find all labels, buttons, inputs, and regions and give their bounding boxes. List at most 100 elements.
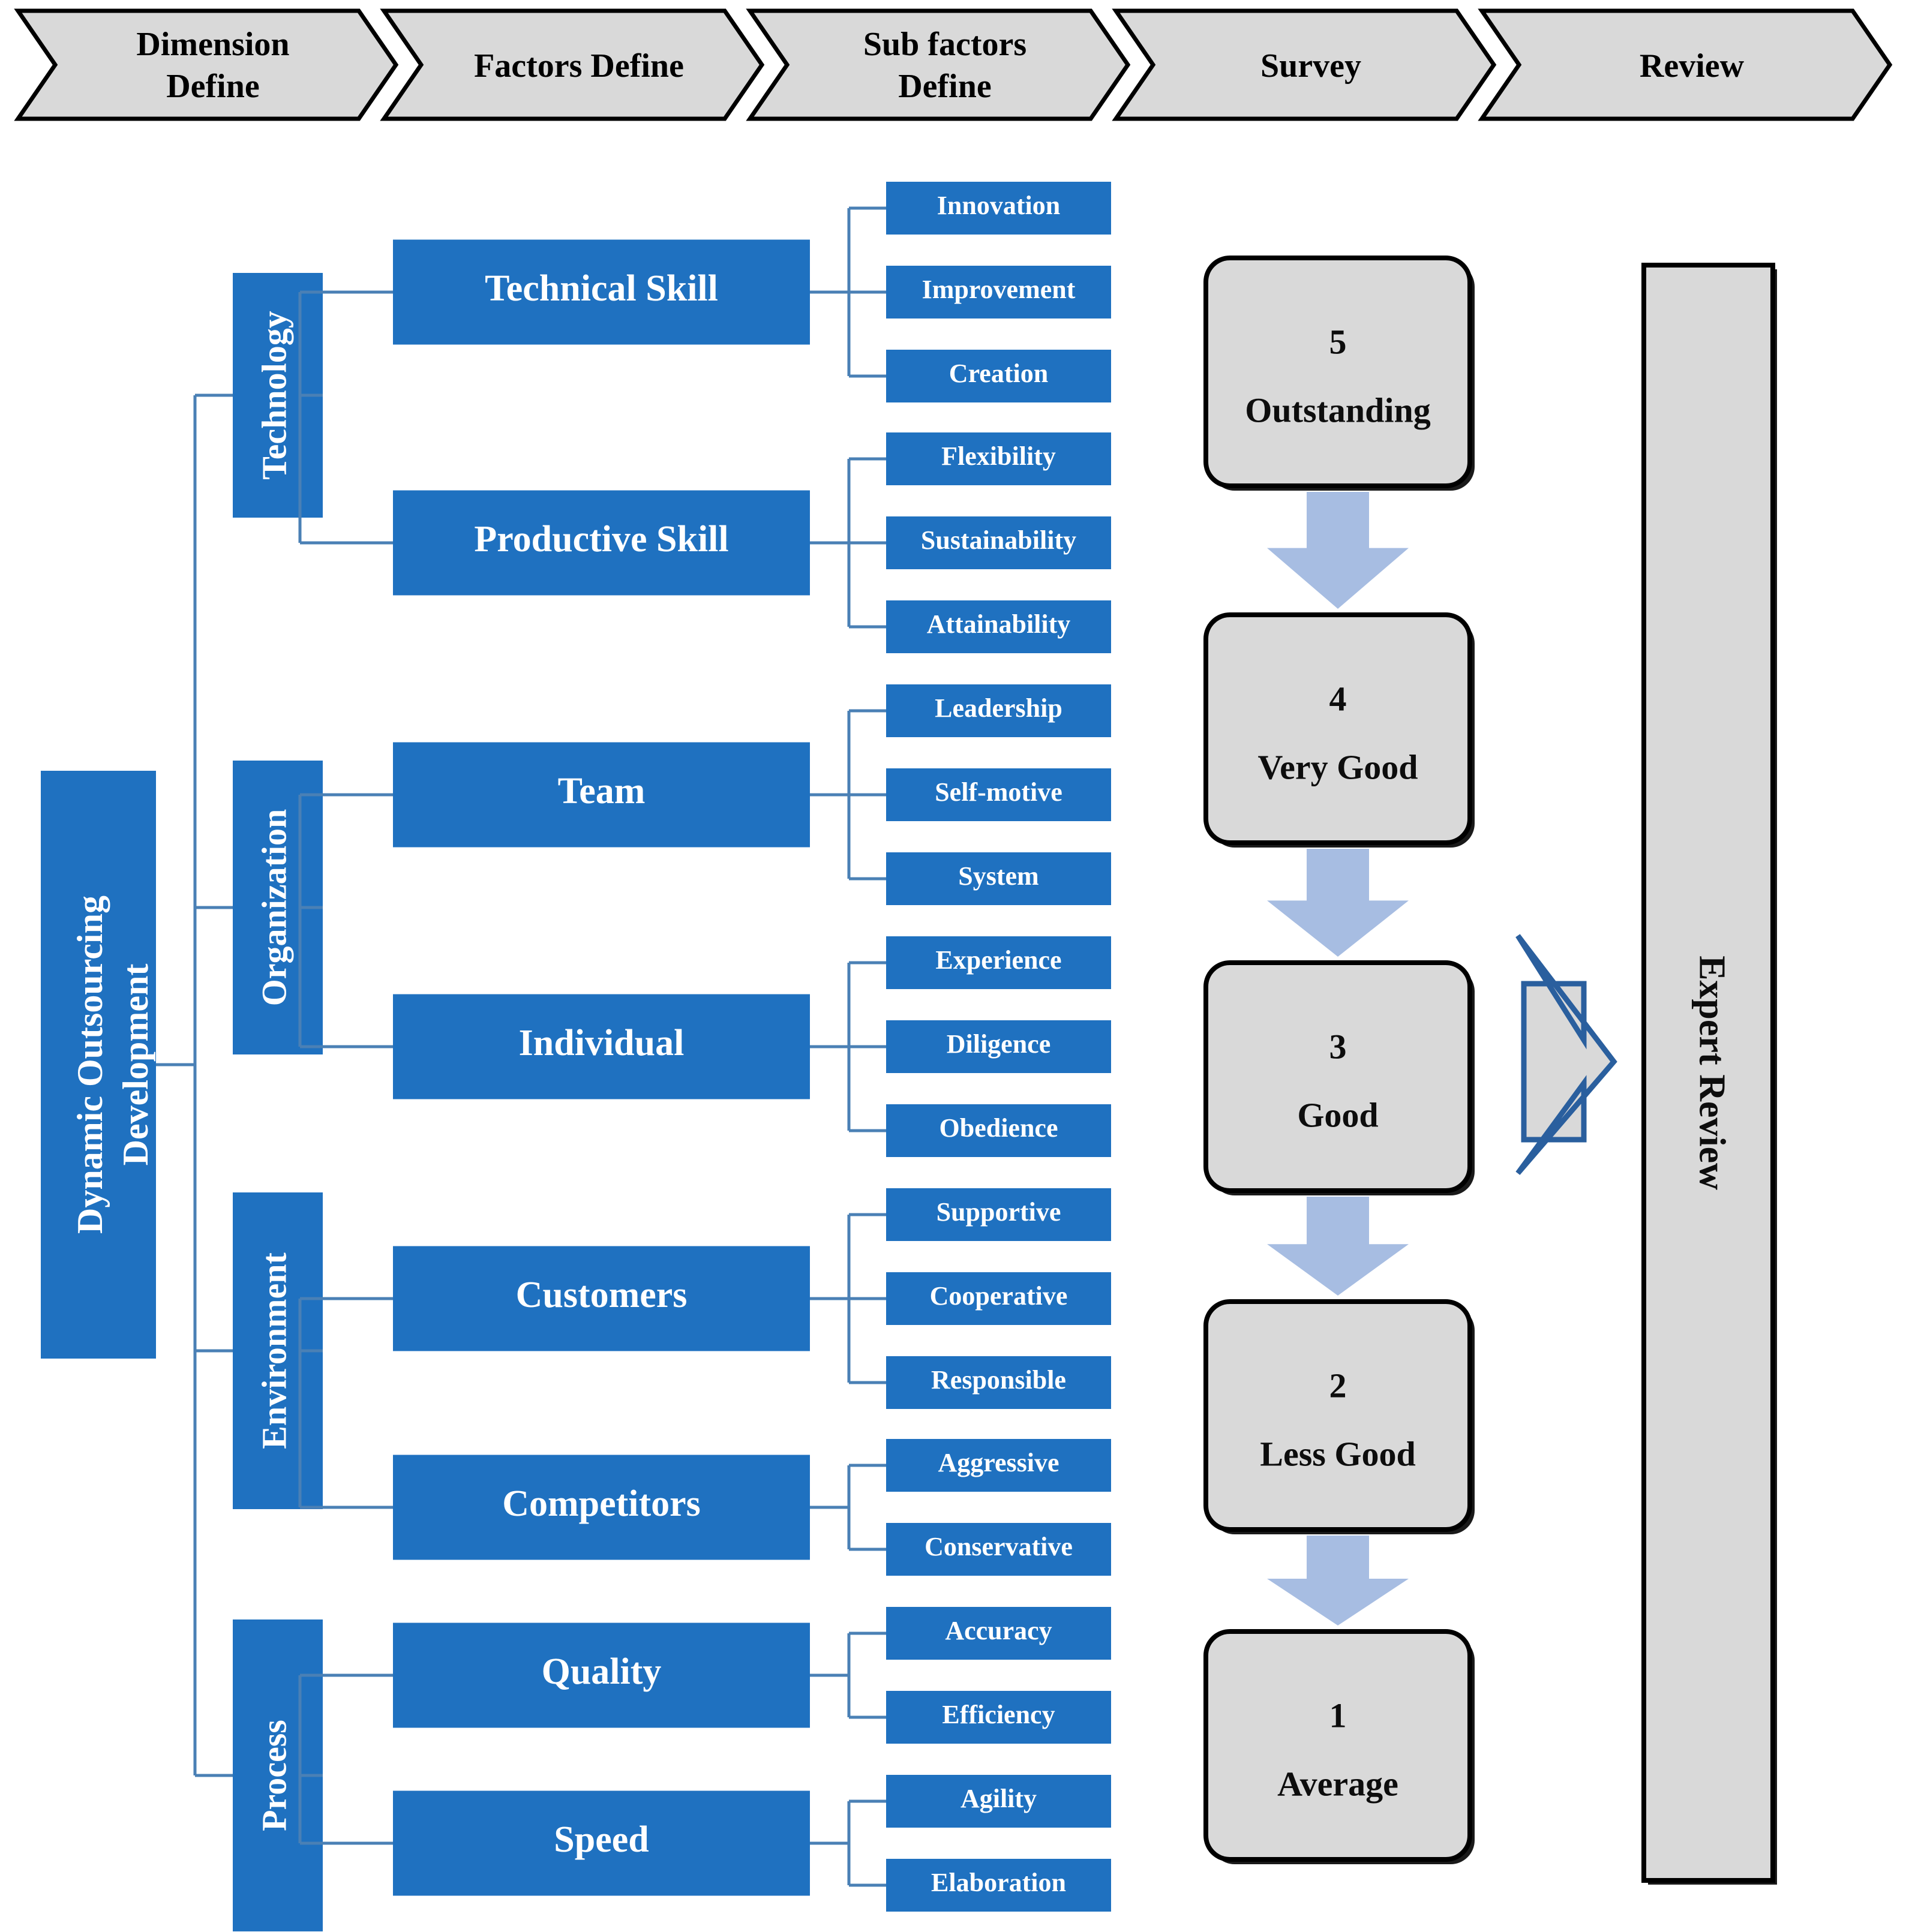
subfactor-node-1-1-2[interactable]: Improvement [886,266,1111,319]
factor-label: Technical Skill [485,268,718,309]
subfactor-label: Supportive [937,1197,1061,1227]
factor-box [393,490,810,596]
survey-box-shape [1203,256,1472,488]
subfactor-box [886,684,1111,737]
subfactor-node-2-2-2[interactable]: Diligence [886,1020,1111,1073]
subfactor-node-4-2-2[interactable]: Elaboration [886,1859,1111,1912]
subfactor-box [886,768,1111,821]
subfactor-box [886,1356,1111,1409]
subfactor-box [886,1691,1111,1744]
survey-label: Less Good [1260,1435,1415,1474]
subfactor-node-3-1-1[interactable]: Supportive [886,1188,1111,1241]
expert-review-box [1641,263,1775,1883]
header-step-5[interactable]: Review [1478,8,1893,121]
factor-node-1-2[interactable]: Productive Skill [393,490,810,596]
right-arrow-icon [1515,934,1617,1175]
subfactor-label: Efficiency [942,1700,1055,1729]
header-step-4[interactable]: Survey [1112,8,1497,121]
down-arrow-icon [1267,1197,1409,1296]
survey-score: 1 [1329,1696,1347,1735]
header-step-label: Review [1640,47,1745,85]
subfactor-label: Attainability [927,609,1071,639]
subfactor-box [886,852,1111,905]
subfactor-box [886,1104,1111,1157]
subfactor-node-1-1-1[interactable]: Innovation [886,182,1111,235]
subfactor-node-4-1-1[interactable]: Accuracy [886,1607,1111,1660]
subfactor-label: Obedience [940,1113,1058,1143]
factor-node-2-2[interactable]: Individual [393,994,810,1099]
subfactor-box [886,1523,1111,1576]
down-arrow-icon [1267,492,1409,609]
subfactor-node-3-2-1[interactable]: Aggressive [886,1439,1111,1492]
subfactor-label: Elaboration [931,1868,1066,1897]
subfactor-node-2-2-1[interactable]: Experience [886,936,1111,989]
header-step-2[interactable]: Factors Define [380,8,765,121]
factor-node-4-2[interactable]: Speed [393,1790,810,1896]
expert-review-label: Expert Review [1691,956,1732,1190]
factor-label: Speed [554,1819,649,1860]
factor-box [393,742,810,848]
factor-label: Competitors [502,1483,701,1524]
subfactor-node-2-1-2[interactable]: Self-motive [886,768,1111,821]
factor-node-4-1[interactable]: Quality [393,1622,810,1728]
root-label-line1: Dynamic Outsourcing [70,896,110,1234]
factor-box [393,1790,810,1896]
factor-box [393,1246,810,1351]
subfactor-node-4-1-2[interactable]: Efficiency [886,1691,1111,1744]
subfactor-node-4-2-1[interactable]: Agility [886,1775,1111,1828]
factor-node-2-1[interactable]: Team [393,742,810,848]
survey-box-shape [1203,1299,1472,1532]
header-step-label: Sub factors [863,26,1026,63]
expert-review-node[interactable]: Expert Review [1641,263,1777,1885]
survey-label: Average [1277,1765,1398,1804]
subfactor-label: Innovation [937,191,1060,220]
subfactor-node-1-1-3[interactable]: Creation [886,350,1111,402]
factor-node-3-1[interactable]: Customers [393,1246,810,1351]
subfactor-label: Improvement [922,275,1076,304]
subfactor-box [886,1859,1111,1912]
subfactor-box [886,1607,1111,1660]
survey-box-shape [1203,1629,1472,1862]
down-arrow-icon [1267,1536,1409,1625]
subfactor-label: Conservative [925,1532,1073,1561]
subfactor-node-3-1-2[interactable]: Cooperative [886,1272,1111,1325]
survey-label: Outstanding [1245,391,1430,430]
survey-score: 2 [1329,1366,1347,1405]
subfactor-label: Leadership [935,693,1062,723]
subfactor-node-3-2-2[interactable]: Conservative [886,1523,1111,1576]
survey-label: Very Good [1258,748,1418,787]
subfactor-box [886,1272,1111,1325]
factor-box [393,994,810,1099]
header-step-label: Dimension [136,26,289,63]
subfactor-node-1-2-1[interactable]: Flexibility [886,432,1111,485]
subfactor-label: Creation [949,359,1048,388]
factor-node-1-1[interactable]: Technical Skill [393,239,810,345]
subfactor-label: Cooperative [930,1281,1068,1311]
subfactor-node-2-2-3[interactable]: Obedience [886,1104,1111,1157]
subfactor-node-1-2-3[interactable]: Attainability [886,600,1111,653]
root-box [41,771,156,1359]
header-step-label2: Define [898,68,992,105]
survey-score: 3 [1329,1027,1347,1066]
down-arrow-icon [1267,849,1409,957]
subfactor-node-2-1-1[interactable]: Leadership [886,684,1111,737]
factor-node-3-2[interactable]: Competitors [393,1455,810,1560]
survey-box-shape [1203,612,1472,845]
subfactor-label: System [958,861,1038,891]
subfactor-node-2-1-3[interactable]: System [886,852,1111,905]
subfactor-node-1-2-2[interactable]: Sustainability [886,516,1111,569]
factor-label: Quality [542,1651,662,1692]
subfactor-node-3-1-3[interactable]: Responsible [886,1356,1111,1409]
subfactor-label: Agility [960,1784,1037,1813]
